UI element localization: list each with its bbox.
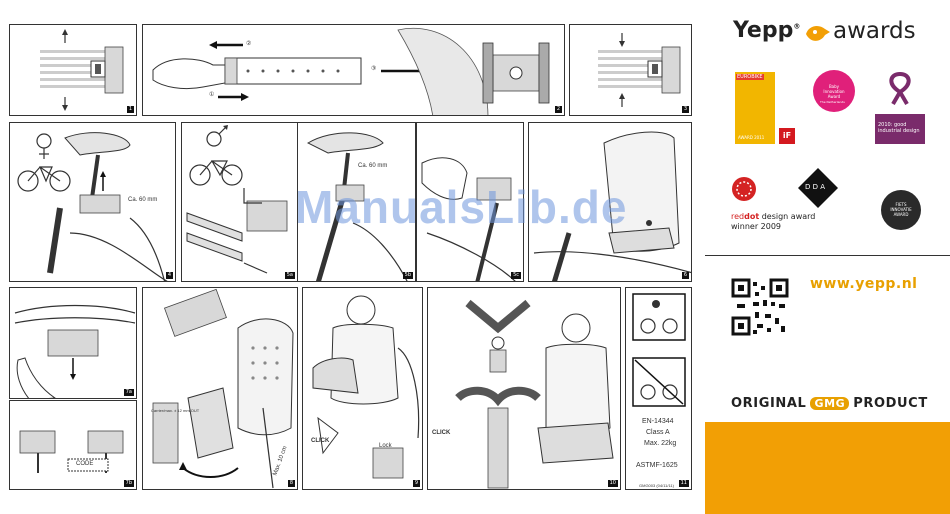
reddot-label: reddot design award bbox=[731, 212, 815, 221]
qr-code-icon bbox=[731, 278, 789, 336]
seat-adapter-insert bbox=[152, 288, 294, 489]
reddot-year: winner 2009 bbox=[731, 222, 782, 231]
panel-number: 11 bbox=[678, 480, 689, 487]
ca60-label: Ca. 60 mm bbox=[128, 197, 158, 203]
child-seat-buckle bbox=[312, 295, 420, 479]
fiets-label: FIETS INNOVATIE AWARD bbox=[890, 202, 912, 217]
spec-code: GMG003 (04/11/11) bbox=[639, 483, 674, 488]
panel-5b: Ca. 60 mm 5b bbox=[297, 122, 416, 282]
bracket-tighten bbox=[421, 157, 516, 281]
reddot-icon bbox=[732, 177, 756, 201]
step-1-label: ① bbox=[209, 92, 215, 98]
yepp-bird-icon bbox=[806, 26, 830, 41]
orange-footer-block bbox=[705, 422, 950, 514]
panel-number: 9 bbox=[412, 480, 420, 487]
reddot-dot-text: dot bbox=[744, 212, 760, 221]
panel-number: 10 bbox=[607, 480, 618, 487]
website-link[interactable]: www.yepp.nl bbox=[810, 276, 918, 292]
reddot-red-text: red bbox=[731, 212, 745, 221]
spec-max: Max. 22kg bbox=[644, 440, 677, 447]
panel-6: 6 bbox=[528, 122, 692, 282]
panel-number: 8 bbox=[287, 480, 295, 487]
good-design-label: 2010: good industrial design bbox=[878, 122, 920, 134]
rack-clamp-diagram bbox=[40, 29, 124, 111]
panel-number: 7a bbox=[123, 389, 134, 396]
panel-11: EN-14344 Class A Max. 22kg ASTMF-1625 GM… bbox=[625, 287, 692, 490]
panel-number: 1 bbox=[126, 106, 134, 113]
divider bbox=[705, 255, 950, 256]
male-bike-parts bbox=[186, 125, 288, 274]
panel-7a: 7a bbox=[9, 287, 137, 399]
spec-class: Class A bbox=[646, 429, 670, 436]
usage-pictograms bbox=[632, 293, 686, 407]
panel-number: 5c bbox=[511, 272, 521, 279]
baby-award-sub: The Netherlands bbox=[820, 100, 845, 104]
gmg-logo: GMG bbox=[810, 397, 850, 410]
panel-number: 3 bbox=[681, 106, 689, 113]
click-label-2: CLICK bbox=[432, 430, 451, 436]
panel-1: 1 bbox=[9, 24, 137, 116]
panel-2: ② ① ③ 2 bbox=[142, 24, 565, 116]
spec-en: EN-14344 bbox=[642, 418, 674, 425]
eurobike-award: EUROBIKE AWARD 2011 bbox=[735, 72, 775, 144]
step-2-label: ② bbox=[246, 41, 252, 47]
adapter-slide-diagram bbox=[152, 28, 550, 115]
original-text: ORIGINAL bbox=[731, 396, 807, 411]
registered-mark: ® bbox=[793, 22, 801, 31]
baby-innovation-award: Baby Innovation Award The Netherlands bbox=[813, 70, 855, 112]
panel-5a: 5a bbox=[181, 122, 298, 282]
eurobike-year: AWARD 2011 bbox=[738, 135, 765, 140]
lock-label: Lock bbox=[379, 443, 392, 449]
lock-install bbox=[14, 304, 136, 398]
click-label: CLICK bbox=[311, 438, 330, 444]
awards-heading: awards bbox=[833, 18, 916, 44]
fiets-innovatie-award: FIETS INNOVATIE AWARD bbox=[881, 190, 921, 230]
harness-adjust bbox=[455, 299, 614, 489]
if-logo: iF bbox=[779, 128, 795, 144]
good-design-ribbon-icon bbox=[889, 72, 911, 106]
baby-award-label: Baby Innovation Award bbox=[823, 84, 845, 99]
code-label: CODE bbox=[76, 461, 94, 467]
product-text: PRODUCT bbox=[853, 396, 928, 411]
eurobike-label: EUROBIKE bbox=[736, 74, 764, 80]
panel-number: 5a bbox=[284, 272, 295, 279]
panel-number: 7b bbox=[123, 480, 134, 487]
brand-name: Yepp bbox=[733, 18, 794, 43]
panel-8: Carrier/max. ± 12 mm/OUT Max. 10 cm 8 bbox=[142, 287, 298, 490]
panel-number: 4 bbox=[165, 272, 173, 279]
panel-7b: CODE 7b bbox=[9, 400, 137, 490]
panel-number: 2 bbox=[554, 106, 562, 113]
panel-number: 5b bbox=[402, 272, 413, 279]
spec-astm: ASTMF-1625 bbox=[636, 462, 678, 469]
panel-10: CLICK 10 bbox=[427, 287, 621, 490]
dda-label: D D A bbox=[805, 183, 826, 191]
reddot-rest-text: design award bbox=[759, 212, 816, 221]
seatpost-clamp bbox=[306, 132, 408, 281]
panel-number: 6 bbox=[681, 272, 689, 279]
panel-9: Lock CLICK 9 bbox=[302, 287, 423, 490]
panel-3: 3 bbox=[569, 24, 692, 116]
watermark: ManualsLib.de bbox=[295, 181, 628, 233]
brand-logo: Yepp® bbox=[733, 18, 800, 43]
notice-label: Carrier/max. ± 12 mm/OUT bbox=[151, 408, 200, 413]
panel-5c: 5c bbox=[416, 122, 524, 282]
rack-clamp-diagram-2 bbox=[598, 33, 681, 107]
dda-diamond-icon bbox=[798, 168, 838, 208]
lock-code-diagram bbox=[19, 430, 124, 473]
good-design-award: 2010: good industrial design bbox=[875, 114, 925, 144]
ca60-label-b: Ca. 60 mm bbox=[358, 163, 388, 169]
seat-mounted bbox=[533, 131, 691, 281]
step-3-label: ③ bbox=[371, 66, 377, 72]
female-bike-mounting bbox=[17, 132, 168, 281]
awards-sidebar: Yepp® awards EUROBIKE AWARD 2011 iF Baby… bbox=[705, 0, 950, 514]
panel-4: Ca. 60 mm 4 bbox=[9, 122, 176, 282]
